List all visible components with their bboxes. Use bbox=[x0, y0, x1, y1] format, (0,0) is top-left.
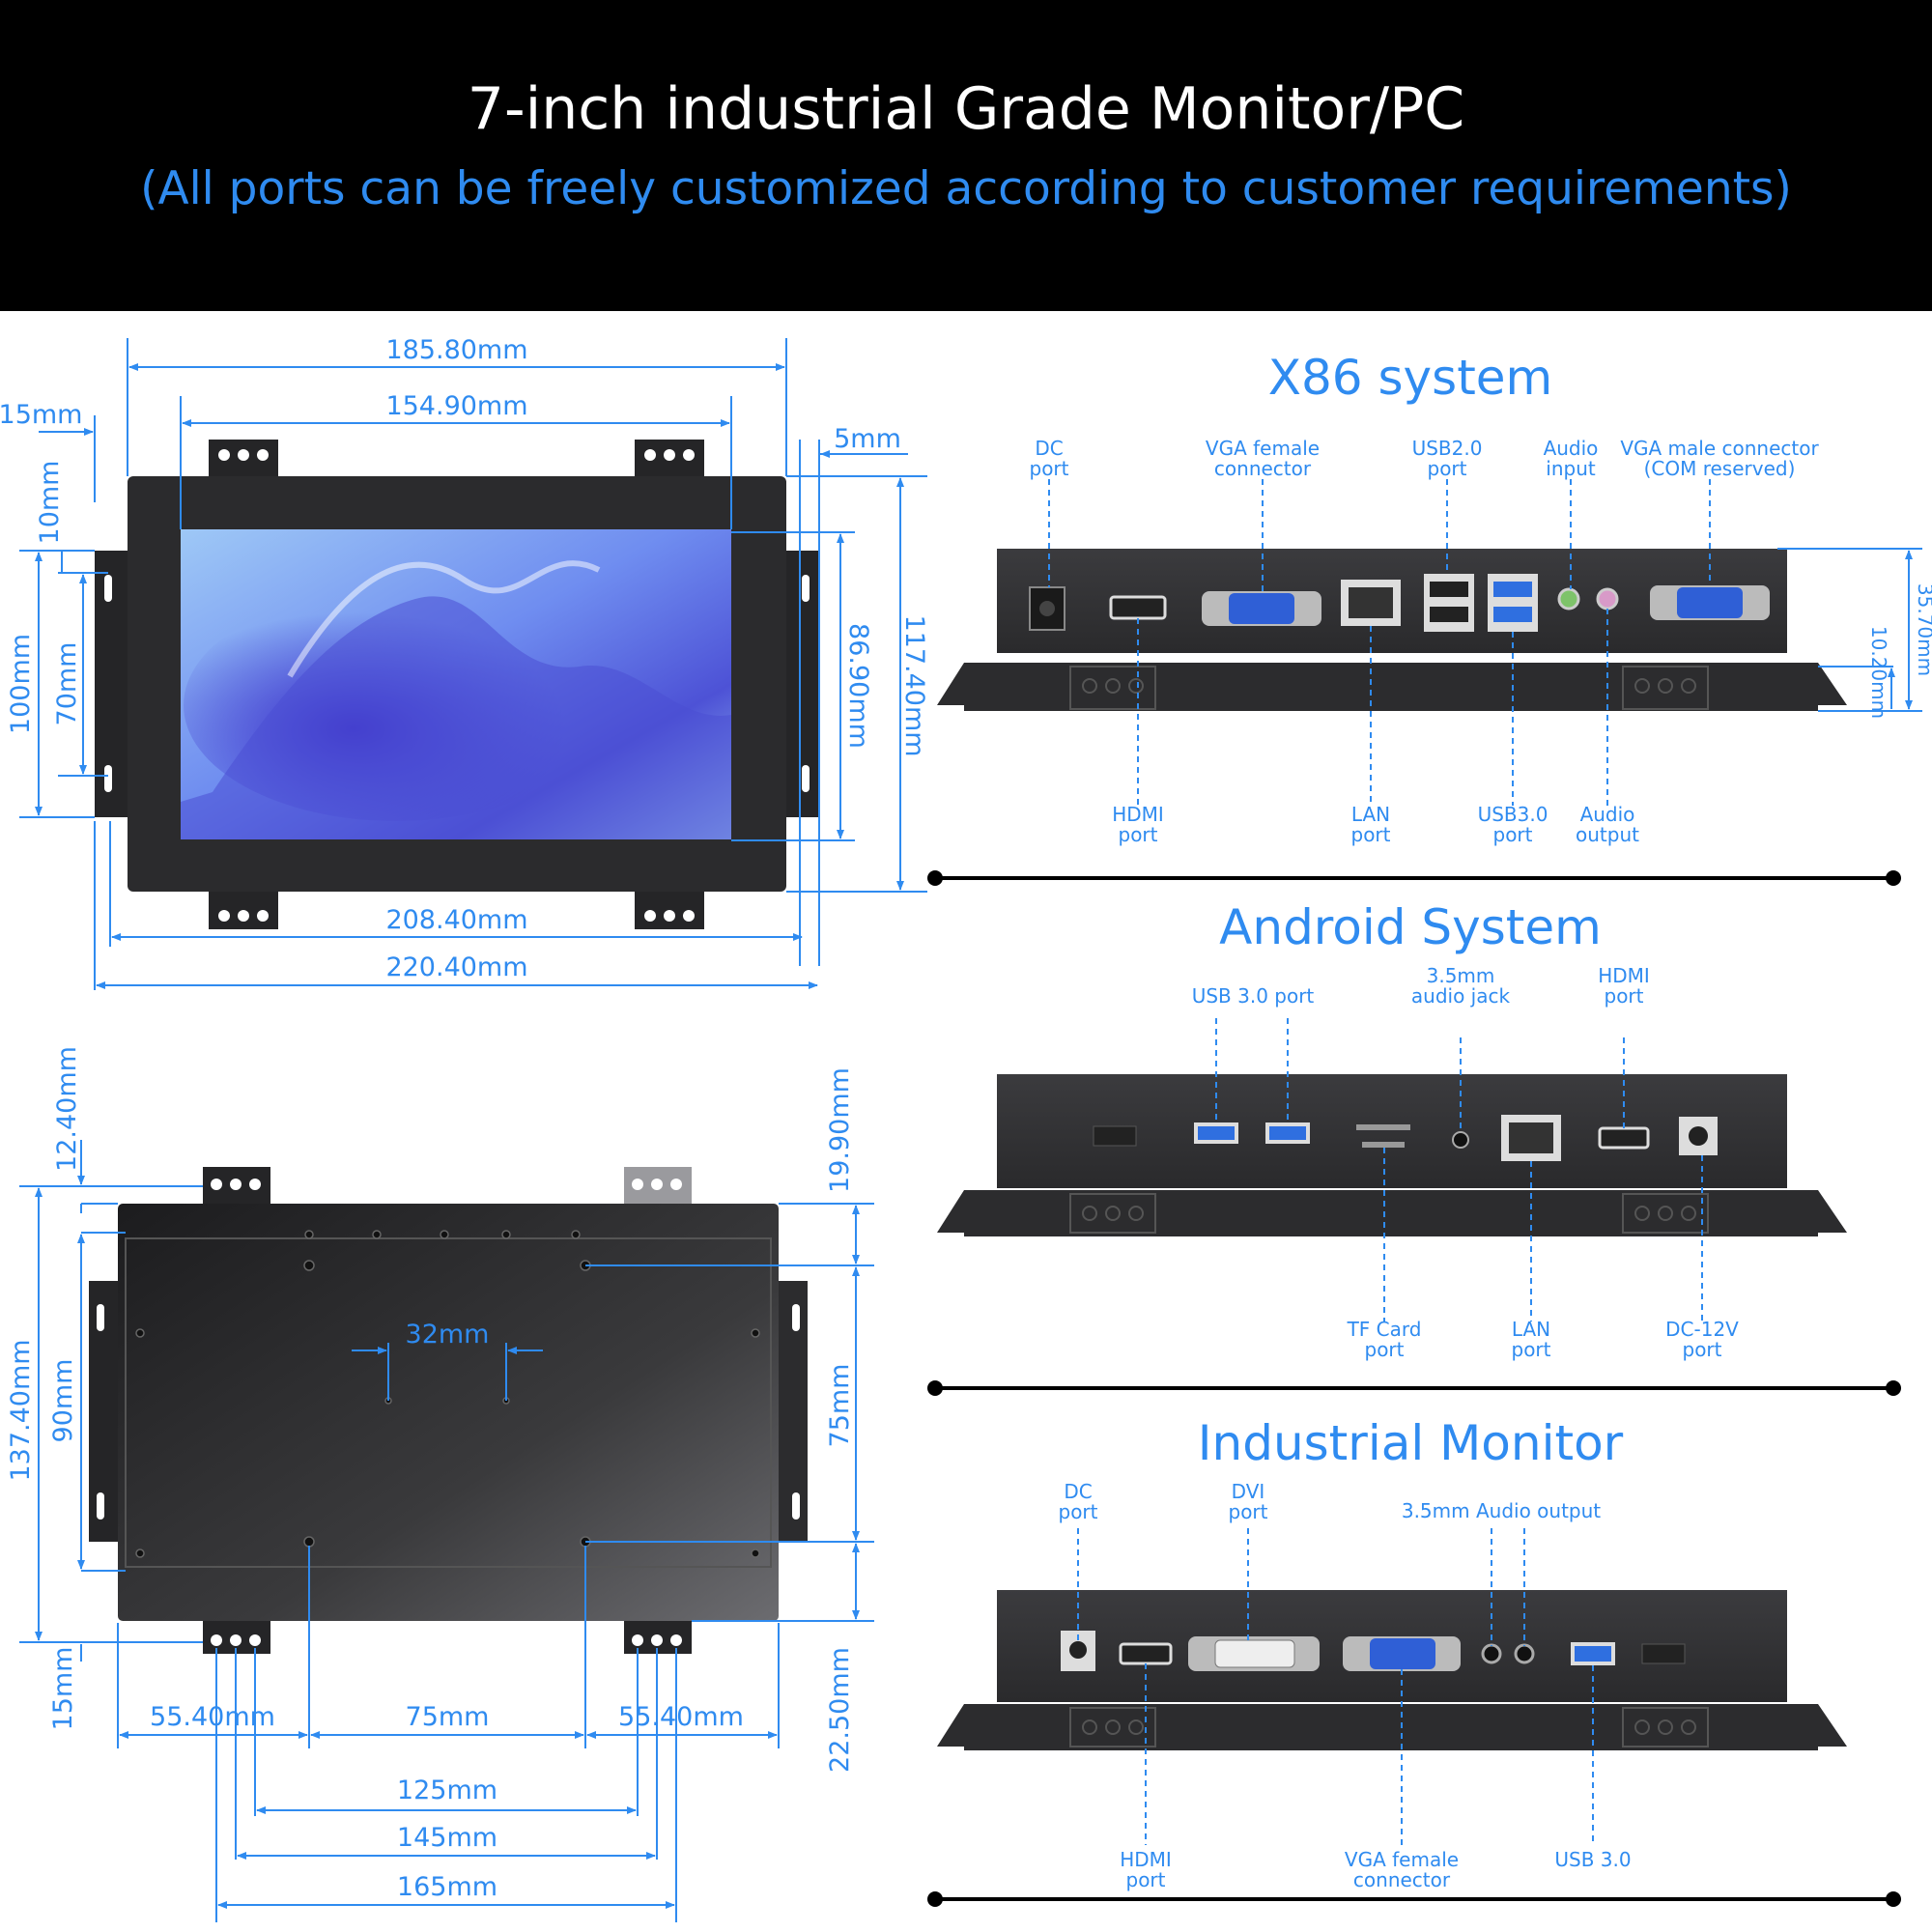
audio-jack-icon bbox=[1452, 1131, 1469, 1149]
monitor-port-label: USB 3.0 bbox=[1554, 1848, 1631, 1871]
android-section: Android System bbox=[927, 899, 1901, 1396]
android-port-label: audio jack bbox=[1411, 984, 1511, 1008]
monitor-port-label: port bbox=[1229, 1500, 1268, 1523]
product-diagram: 185.80mm 154.90mm 15mm 5mm 10mm 100mm 70… bbox=[0, 335, 1932, 1922]
dim-75-vertical: 75mm bbox=[825, 1364, 855, 1448]
wallpaper-wave bbox=[181, 596, 731, 839]
android-port-label: port bbox=[1512, 1338, 1551, 1361]
x86-port-label: Audio bbox=[1580, 803, 1635, 826]
monitor-port-label: DVI bbox=[1232, 1480, 1265, 1503]
android-port-label: TF Card bbox=[1347, 1318, 1422, 1341]
x86-section: X86 system bbox=[927, 350, 1932, 886]
audio-input-icon bbox=[1557, 587, 1580, 611]
button-slot-icon bbox=[1641, 1643, 1686, 1664]
page-subtitle: (All ports can be freely customized acco… bbox=[140, 162, 1792, 215]
rear-case bbox=[118, 1204, 779, 1621]
dim-19-90: 19.90mm bbox=[825, 1067, 855, 1193]
android-port-label: port bbox=[1683, 1338, 1722, 1361]
android-device bbox=[937, 1074, 1847, 1236]
dim-145: 145mm bbox=[397, 1823, 497, 1853]
dim-165: 165mm bbox=[397, 1872, 497, 1902]
dim-12-40: 12.40mm bbox=[52, 1046, 82, 1172]
audio-output-icon bbox=[1514, 1643, 1535, 1664]
monitor-port-label: port bbox=[1126, 1868, 1166, 1891]
button-slot-icon bbox=[1093, 1125, 1137, 1147]
tf-card-slot-icon bbox=[1356, 1124, 1410, 1130]
dim-55-40-left: 55.40mm bbox=[150, 1702, 275, 1732]
monitor-device bbox=[937, 1590, 1847, 1750]
x86-port-label: port bbox=[1493, 823, 1533, 846]
android-port-label: port bbox=[1605, 984, 1644, 1008]
dim-117-40: 117.40mm bbox=[899, 614, 929, 756]
dim-22-50: 22.50mm bbox=[825, 1647, 855, 1773]
wallpaper-wave bbox=[287, 560, 601, 678]
android-port-label: DC-12V bbox=[1665, 1318, 1739, 1341]
x86-port-label: port bbox=[1428, 457, 1467, 480]
page-title: 7-inch industrial Grade Monitor/PC bbox=[467, 75, 1465, 143]
dim-90: 90mm bbox=[48, 1359, 78, 1443]
dim-86-90: 86.90mm bbox=[843, 623, 873, 749]
x86-port-label: port bbox=[1351, 823, 1391, 846]
audio-output-icon bbox=[1481, 1643, 1502, 1664]
side-dim-height: 35.70mm bbox=[1914, 583, 1932, 676]
x86-port-label: VGA female bbox=[1206, 437, 1320, 460]
hdmi-port-icon bbox=[1119, 1642, 1173, 1665]
monitor-title: Industrial Monitor bbox=[1198, 1415, 1624, 1471]
dim-208-40: 208.40mm bbox=[385, 905, 527, 935]
monitor-section: Industrial Monitor bbox=[927, 1415, 1901, 1907]
side-dim-flange: 10.20mm bbox=[1867, 626, 1890, 719]
dim-32: 32mm bbox=[406, 1320, 490, 1350]
x86-port-label: USB2.0 bbox=[1412, 437, 1483, 460]
x86-port-label: output bbox=[1576, 823, 1639, 846]
dim-220-40: 220.40mm bbox=[385, 952, 527, 982]
x86-port-label: (COM reserved) bbox=[1644, 457, 1796, 480]
x86-port-label: port bbox=[1030, 457, 1069, 480]
dc-port-icon bbox=[1029, 586, 1065, 631]
rear-view: 12.40mm 19.90mm 137.40mm 90mm 32mm 75mm … bbox=[6, 1046, 874, 1922]
x86-port-label: LAN bbox=[1351, 803, 1390, 826]
android-port-label: HDMI bbox=[1598, 964, 1650, 987]
x86-port-label: USB3.0 bbox=[1478, 803, 1548, 826]
dim-75-horizontal: 75mm bbox=[406, 1702, 490, 1732]
dim-137-40: 137.40mm bbox=[6, 1339, 36, 1481]
x86-device bbox=[937, 549, 1847, 711]
x86-port-label: DC bbox=[1035, 437, 1063, 460]
dim-10: 10mm bbox=[35, 461, 65, 545]
dim-15-rear: 15mm bbox=[48, 1647, 78, 1731]
android-port-label: USB 3.0 port bbox=[1192, 984, 1315, 1008]
monitor-port-label: port bbox=[1059, 1500, 1098, 1523]
x86-title: X86 system bbox=[1268, 350, 1553, 406]
mount-bracket bbox=[89, 1167, 808, 1654]
dim-55-40-right: 55.40mm bbox=[618, 1702, 744, 1732]
header-banner: 7-inch industrial Grade Monitor/PC (All … bbox=[0, 0, 1932, 311]
x86-port-label: input bbox=[1546, 457, 1596, 480]
dim-185-80: 185.80mm bbox=[385, 335, 527, 365]
front-view: 185.80mm 154.90mm 15mm 5mm 10mm 100mm 70… bbox=[0, 335, 929, 990]
android-port-label: port bbox=[1365, 1338, 1405, 1361]
x86-port-label: HDMI bbox=[1112, 803, 1164, 826]
dim-15: 15mm bbox=[0, 400, 82, 430]
dim-100: 100mm bbox=[6, 634, 36, 734]
monitor-port-label: VGA female bbox=[1345, 1848, 1459, 1871]
monitor-port-label: DC bbox=[1064, 1480, 1092, 1503]
android-port-label: 3.5mm bbox=[1427, 964, 1495, 987]
dim-125: 125mm bbox=[397, 1776, 497, 1805]
x86-port-label: VGA male connector bbox=[1620, 437, 1819, 460]
android-port-label: LAN bbox=[1512, 1318, 1550, 1341]
android-title: Android System bbox=[1219, 899, 1602, 955]
x86-port-label: connector bbox=[1214, 457, 1312, 480]
monitor-port-label: 3.5mm Audio output bbox=[1402, 1499, 1601, 1522]
hdmi-port-icon bbox=[1598, 1126, 1650, 1150]
x86-port-label: Audio bbox=[1544, 437, 1599, 460]
audio-output-icon bbox=[1596, 587, 1619, 611]
x86-port-label: port bbox=[1119, 823, 1158, 846]
monitor-port-label: connector bbox=[1353, 1868, 1451, 1891]
mount-bracket bbox=[95, 440, 819, 929]
dim-5: 5mm bbox=[834, 424, 901, 454]
hdmi-port-icon bbox=[1109, 595, 1167, 620]
rear-panel bbox=[125, 1237, 772, 1568]
dim-154-90: 154.90mm bbox=[385, 391, 527, 421]
monitor-port-label: HDMI bbox=[1120, 1848, 1172, 1871]
dim-70: 70mm bbox=[52, 642, 82, 726]
